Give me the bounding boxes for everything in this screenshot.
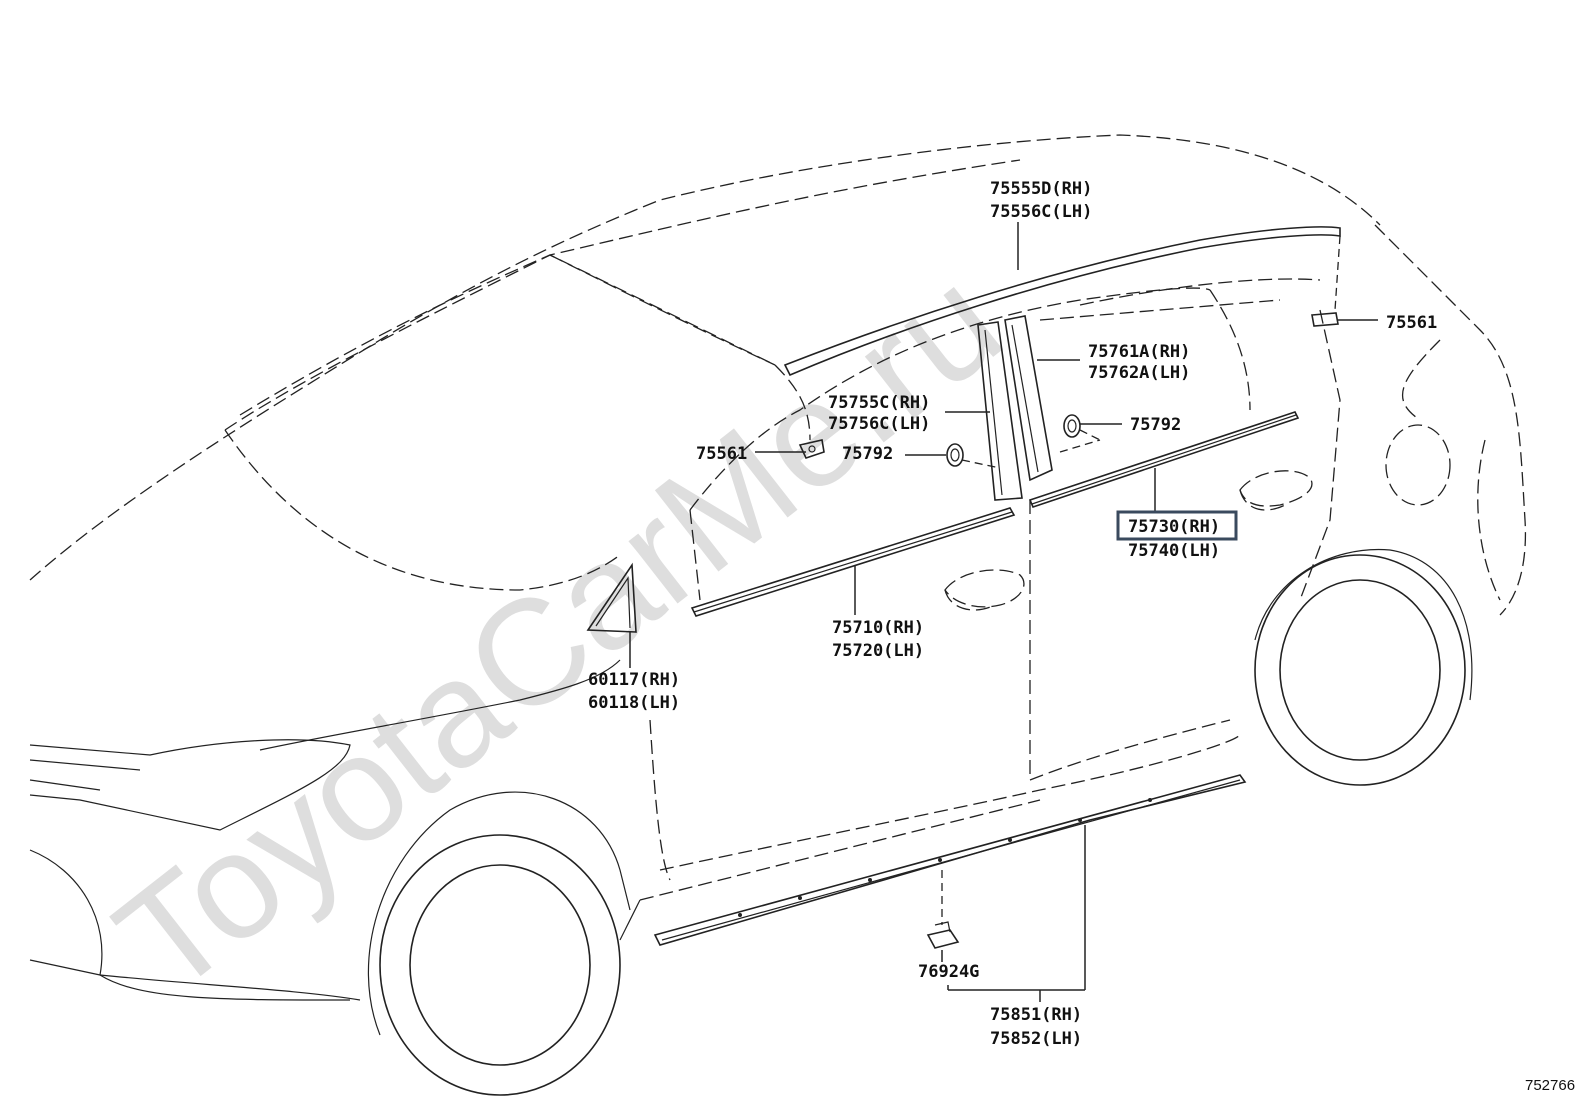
label-75561-right[interactable]: 75561 xyxy=(1386,313,1437,333)
label-60118[interactable]: 60118(LH) xyxy=(588,693,680,713)
rear-belt-moulding xyxy=(1028,411,1300,508)
label-75555D[interactable]: 75555D(RH) xyxy=(990,179,1092,199)
pillar-garnish-rear xyxy=(1004,315,1053,482)
front-wheel xyxy=(379,834,641,1096)
car-body-outline xyxy=(29,134,1527,901)
label-75761A[interactable]: 75761A(RH) xyxy=(1088,342,1190,362)
label-75756C[interactable]: 75756C(LH) xyxy=(828,414,930,434)
label-60117[interactable]: 60117(RH) xyxy=(588,670,680,690)
label-76924G[interactable]: 76924G xyxy=(918,962,979,982)
label-75792-right[interactable]: 75792 xyxy=(1130,415,1181,435)
figure-number: 752766 xyxy=(1525,1077,1575,1094)
label-75851[interactable]: 75851(RH) xyxy=(990,1005,1082,1025)
rocker-moulding xyxy=(653,774,1247,946)
roof-drip-moulding xyxy=(783,226,1341,377)
part-labels: 75555D(RH) 75556C(LH) 75561 75761A(RH) 7… xyxy=(588,179,1575,1094)
leader-lines xyxy=(629,222,1378,1002)
rear-wheel xyxy=(1254,548,1473,786)
label-75561-left[interactable]: 75561 xyxy=(696,444,747,464)
clip-75792-right xyxy=(1063,414,1081,438)
front-belt-moulding xyxy=(690,507,1016,617)
highlight-box xyxy=(1116,510,1238,541)
label-75710[interactable]: 75710(RH) xyxy=(832,618,924,638)
label-75720[interactable]: 75720(LH) xyxy=(832,641,924,661)
rocker-holes xyxy=(738,798,1152,917)
clip-75561-left xyxy=(798,439,825,459)
label-75762A[interactable]: 75762A(LH) xyxy=(1088,363,1190,383)
front-door-triangle-garnish xyxy=(586,562,637,633)
label-75755C[interactable]: 75755C(RH) xyxy=(828,393,930,413)
label-75792-left[interactable]: 75792 xyxy=(842,444,893,464)
pillar-garnish-front xyxy=(977,321,1023,501)
clip-75561-right xyxy=(1311,312,1339,327)
clip-75792-left xyxy=(946,443,964,467)
label-75852[interactable]: 75852(LH) xyxy=(990,1029,1082,1049)
clip-76924G xyxy=(926,921,960,949)
car-front xyxy=(29,659,631,1036)
label-75556C[interactable]: 75556C(LH) xyxy=(990,202,1092,222)
label-75730[interactable]: 75730(RH) xyxy=(1128,517,1220,537)
label-75740[interactable]: 75740(LH) xyxy=(1128,541,1220,561)
